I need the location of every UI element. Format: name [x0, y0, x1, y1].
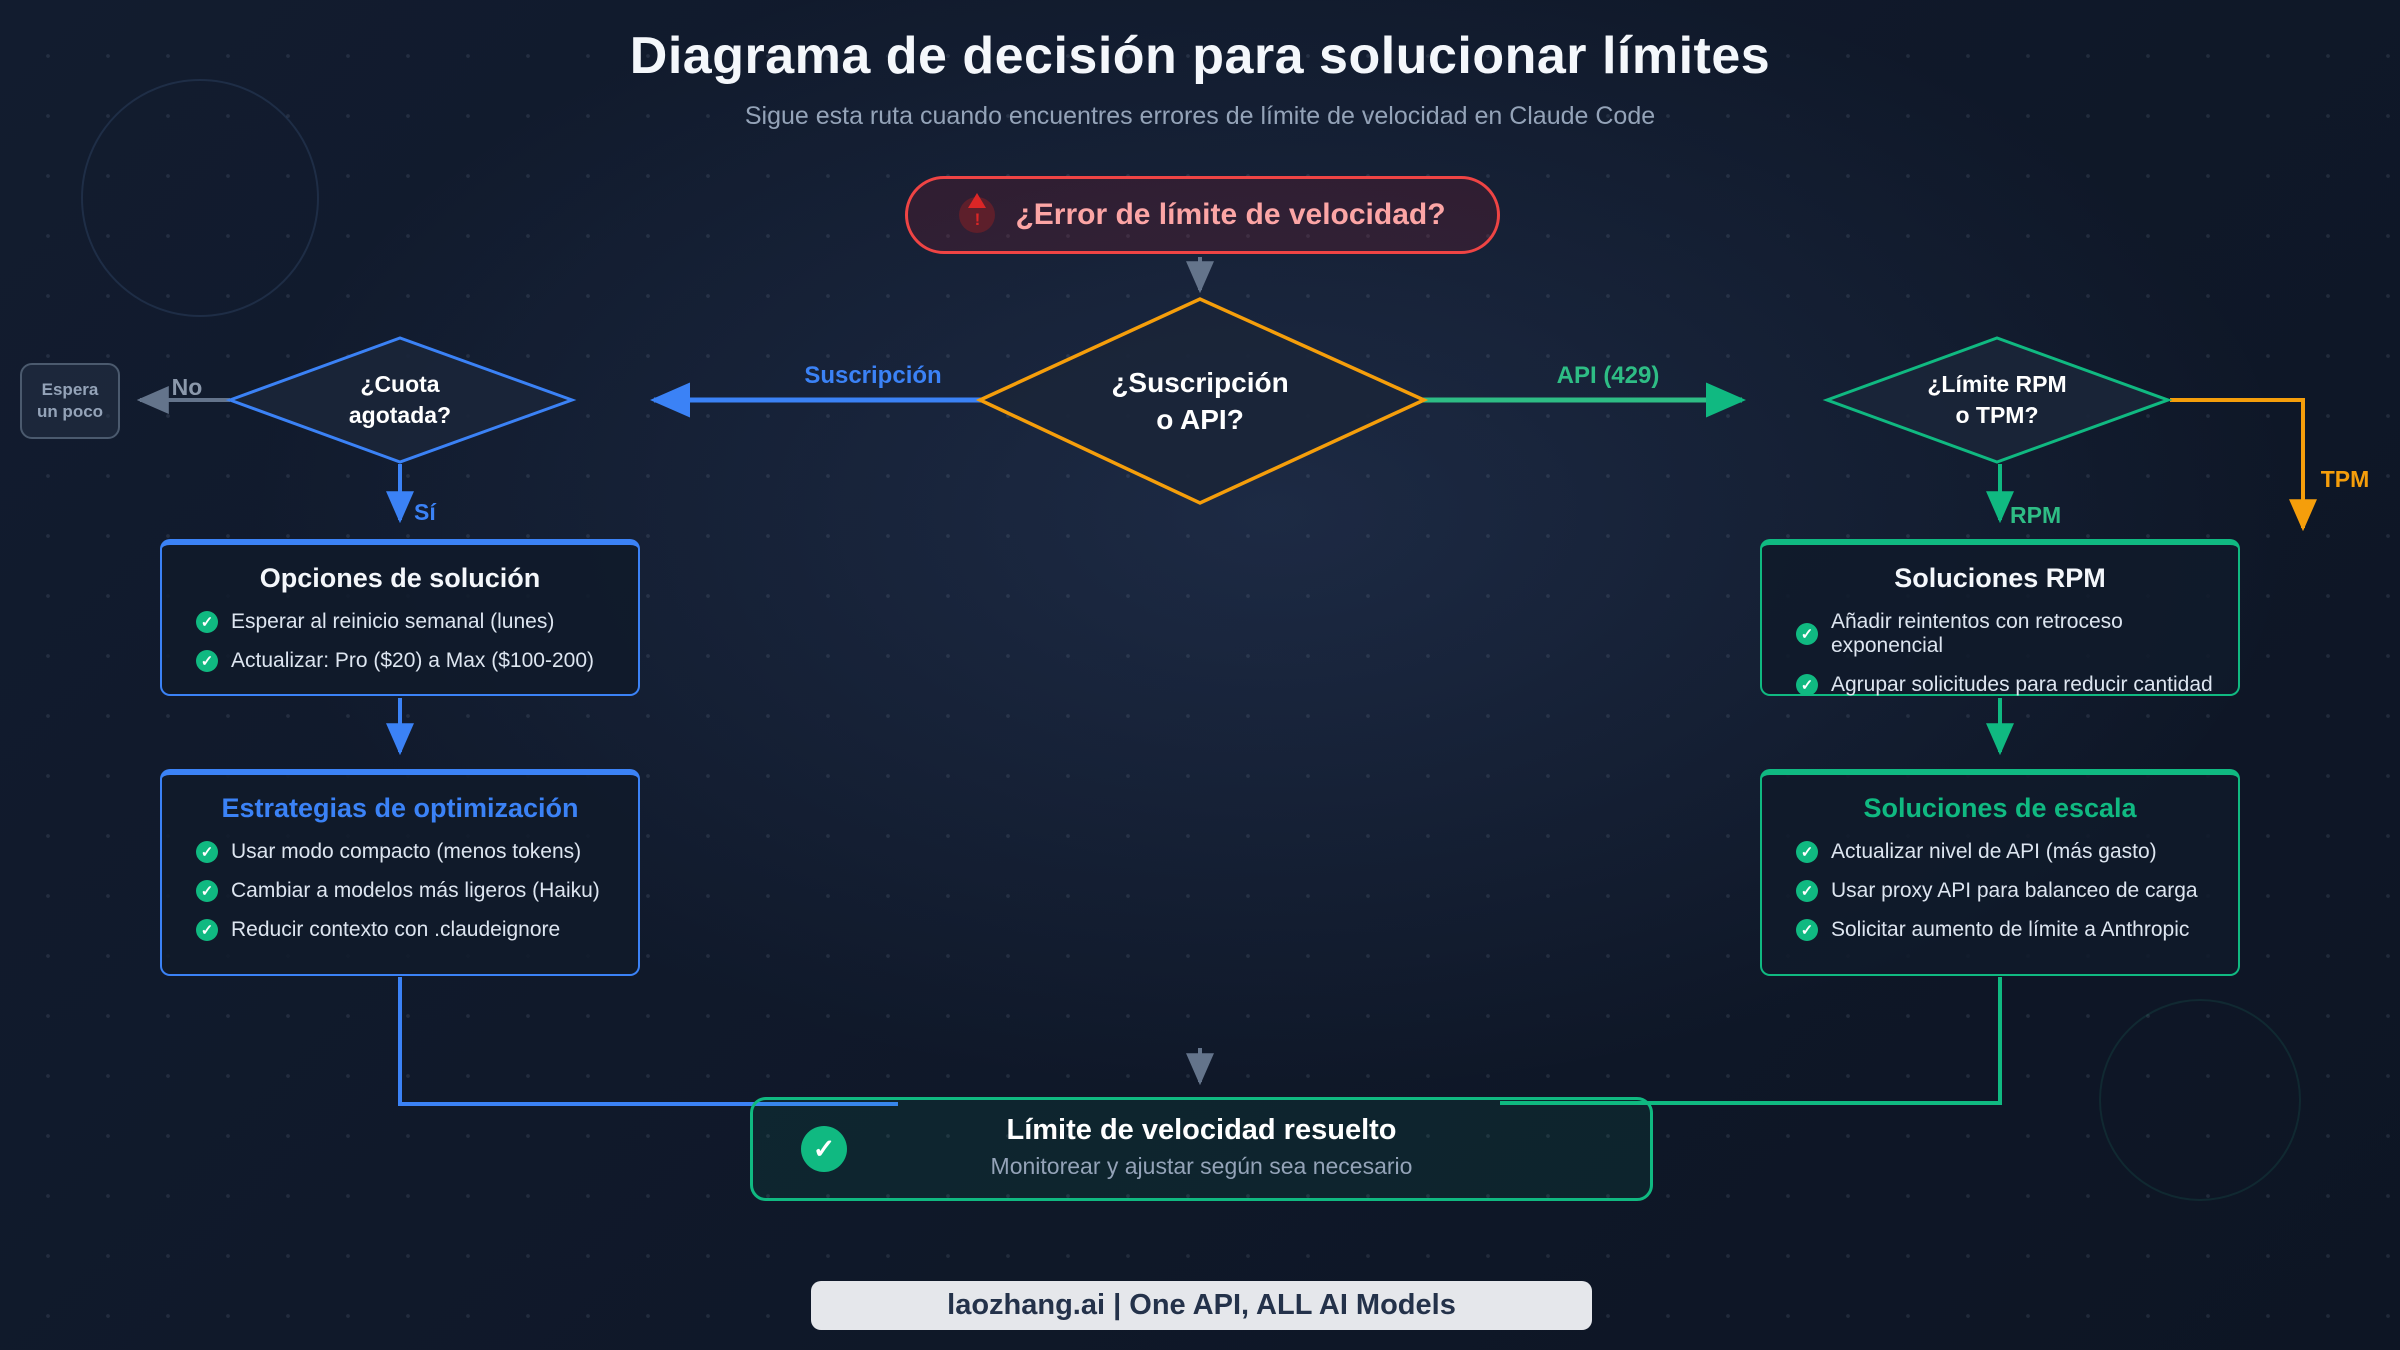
check-icon — [196, 919, 218, 941]
check-icon — [196, 650, 218, 672]
list-item: Cambiar a modelos más ligeros (Haiku) — [196, 879, 618, 903]
footer-brand-badge: laozhang.ai | One API, ALL AI Models — [811, 1281, 1592, 1330]
success-check-icon — [801, 1126, 847, 1172]
scale-solutions-title: Soluciones de escala — [1863, 793, 2137, 823]
wait-node: Espera un poco — [20, 363, 120, 439]
resolved-title: Límite de velocidad resuelto — [1006, 1114, 1397, 1146]
warning-icon: ! — [959, 193, 996, 233]
rpm-solutions-box: Soluciones RPM Añadir reintentos con ret… — [1760, 539, 2240, 696]
edge-escala-elbow — [1500, 977, 2002, 1105]
edge-label-rpm: RPM — [2010, 502, 2062, 528]
list-item: Reducir contexto con .claudeignore — [196, 918, 618, 942]
optimization-title: Estrategias de optimización — [221, 793, 579, 823]
check-icon — [1796, 919, 1818, 941]
edge-label-no: No — [171, 374, 203, 400]
edge-estrategias-elbow — [398, 977, 898, 1106]
decision-quota-label: ¿Cuota agotada? — [348, 371, 452, 428]
list-item: Agrupar solicitudes para reducir cantida… — [1796, 673, 2218, 697]
list-item: Usar modo compacto (menos tokens) — [196, 840, 618, 864]
start-node-label: ¿Error de límite de velocidad? — [1015, 198, 1446, 231]
check-icon — [1796, 623, 1818, 645]
list-item: Esperar al reinicio semanal (lunes) — [196, 610, 618, 634]
page-title: Diagrama de decisión para solucionar lím… — [629, 27, 1771, 85]
resolved-subtitle: Monitorear y ajustar según sea necesario — [990, 1153, 1413, 1179]
decision-quota-diamond — [225, 336, 577, 464]
resolved-node: Límite de velocidad resuelto Monitorear … — [750, 1097, 1653, 1201]
start-node: ! ¿Error de límite de velocidad? — [905, 176, 1500, 254]
decor-circle-bottomright — [2099, 999, 2301, 1201]
check-icon — [196, 841, 218, 863]
decision-main-label: ¿Suscripción o API? — [1111, 367, 1289, 435]
page-subtitle: Sigue esta ruta cuando encuentres errore… — [744, 102, 1656, 130]
check-icon — [196, 880, 218, 902]
check-icon — [196, 611, 218, 633]
scale-solutions-box: Soluciones de escala Actualizar nivel de… — [1760, 769, 2240, 976]
list-item: Actualizar nivel de API (más gasto) — [1796, 840, 2218, 864]
decor-circle-topleft — [81, 79, 319, 317]
decision-rpmtpm-diamond — [1822, 336, 2173, 464]
edge-label-suscripcion: Suscripción — [804, 362, 942, 389]
edge-label-api-429: API (429) — [1556, 362, 1660, 389]
decision-main-diamond — [975, 297, 1429, 505]
list-item: Añadir reintentos con retroceso exponenc… — [1796, 610, 2218, 658]
rpm-solutions-title: Soluciones RPM — [1894, 563, 2106, 593]
list-item: Actualizar: Pro ($20) a Max ($100-200) — [196, 649, 618, 673]
check-icon — [1796, 880, 1818, 902]
decision-rpmtpm-label: ¿Límite RPM o TPM? — [1927, 371, 2067, 428]
optimization-box: Estrategias de optimización Usar modo co… — [160, 769, 640, 976]
list-item: Usar proxy API para balanceo de carga — [1796, 879, 2218, 903]
check-icon — [1796, 674, 1818, 696]
edge-label-si: Sí — [414, 499, 436, 525]
edge-label-tpm: TPM — [2320, 466, 2370, 492]
list-item: Solicitar aumento de límite a Anthropic — [1796, 918, 2218, 942]
subscription-options-title: Opciones de solución — [259, 563, 541, 593]
subscription-options-box: Opciones de solución Esperar al reinicio… — [160, 539, 640, 696]
check-icon — [1796, 841, 1818, 863]
edge-rpmtpm-tpm — [2170, 398, 2317, 532]
